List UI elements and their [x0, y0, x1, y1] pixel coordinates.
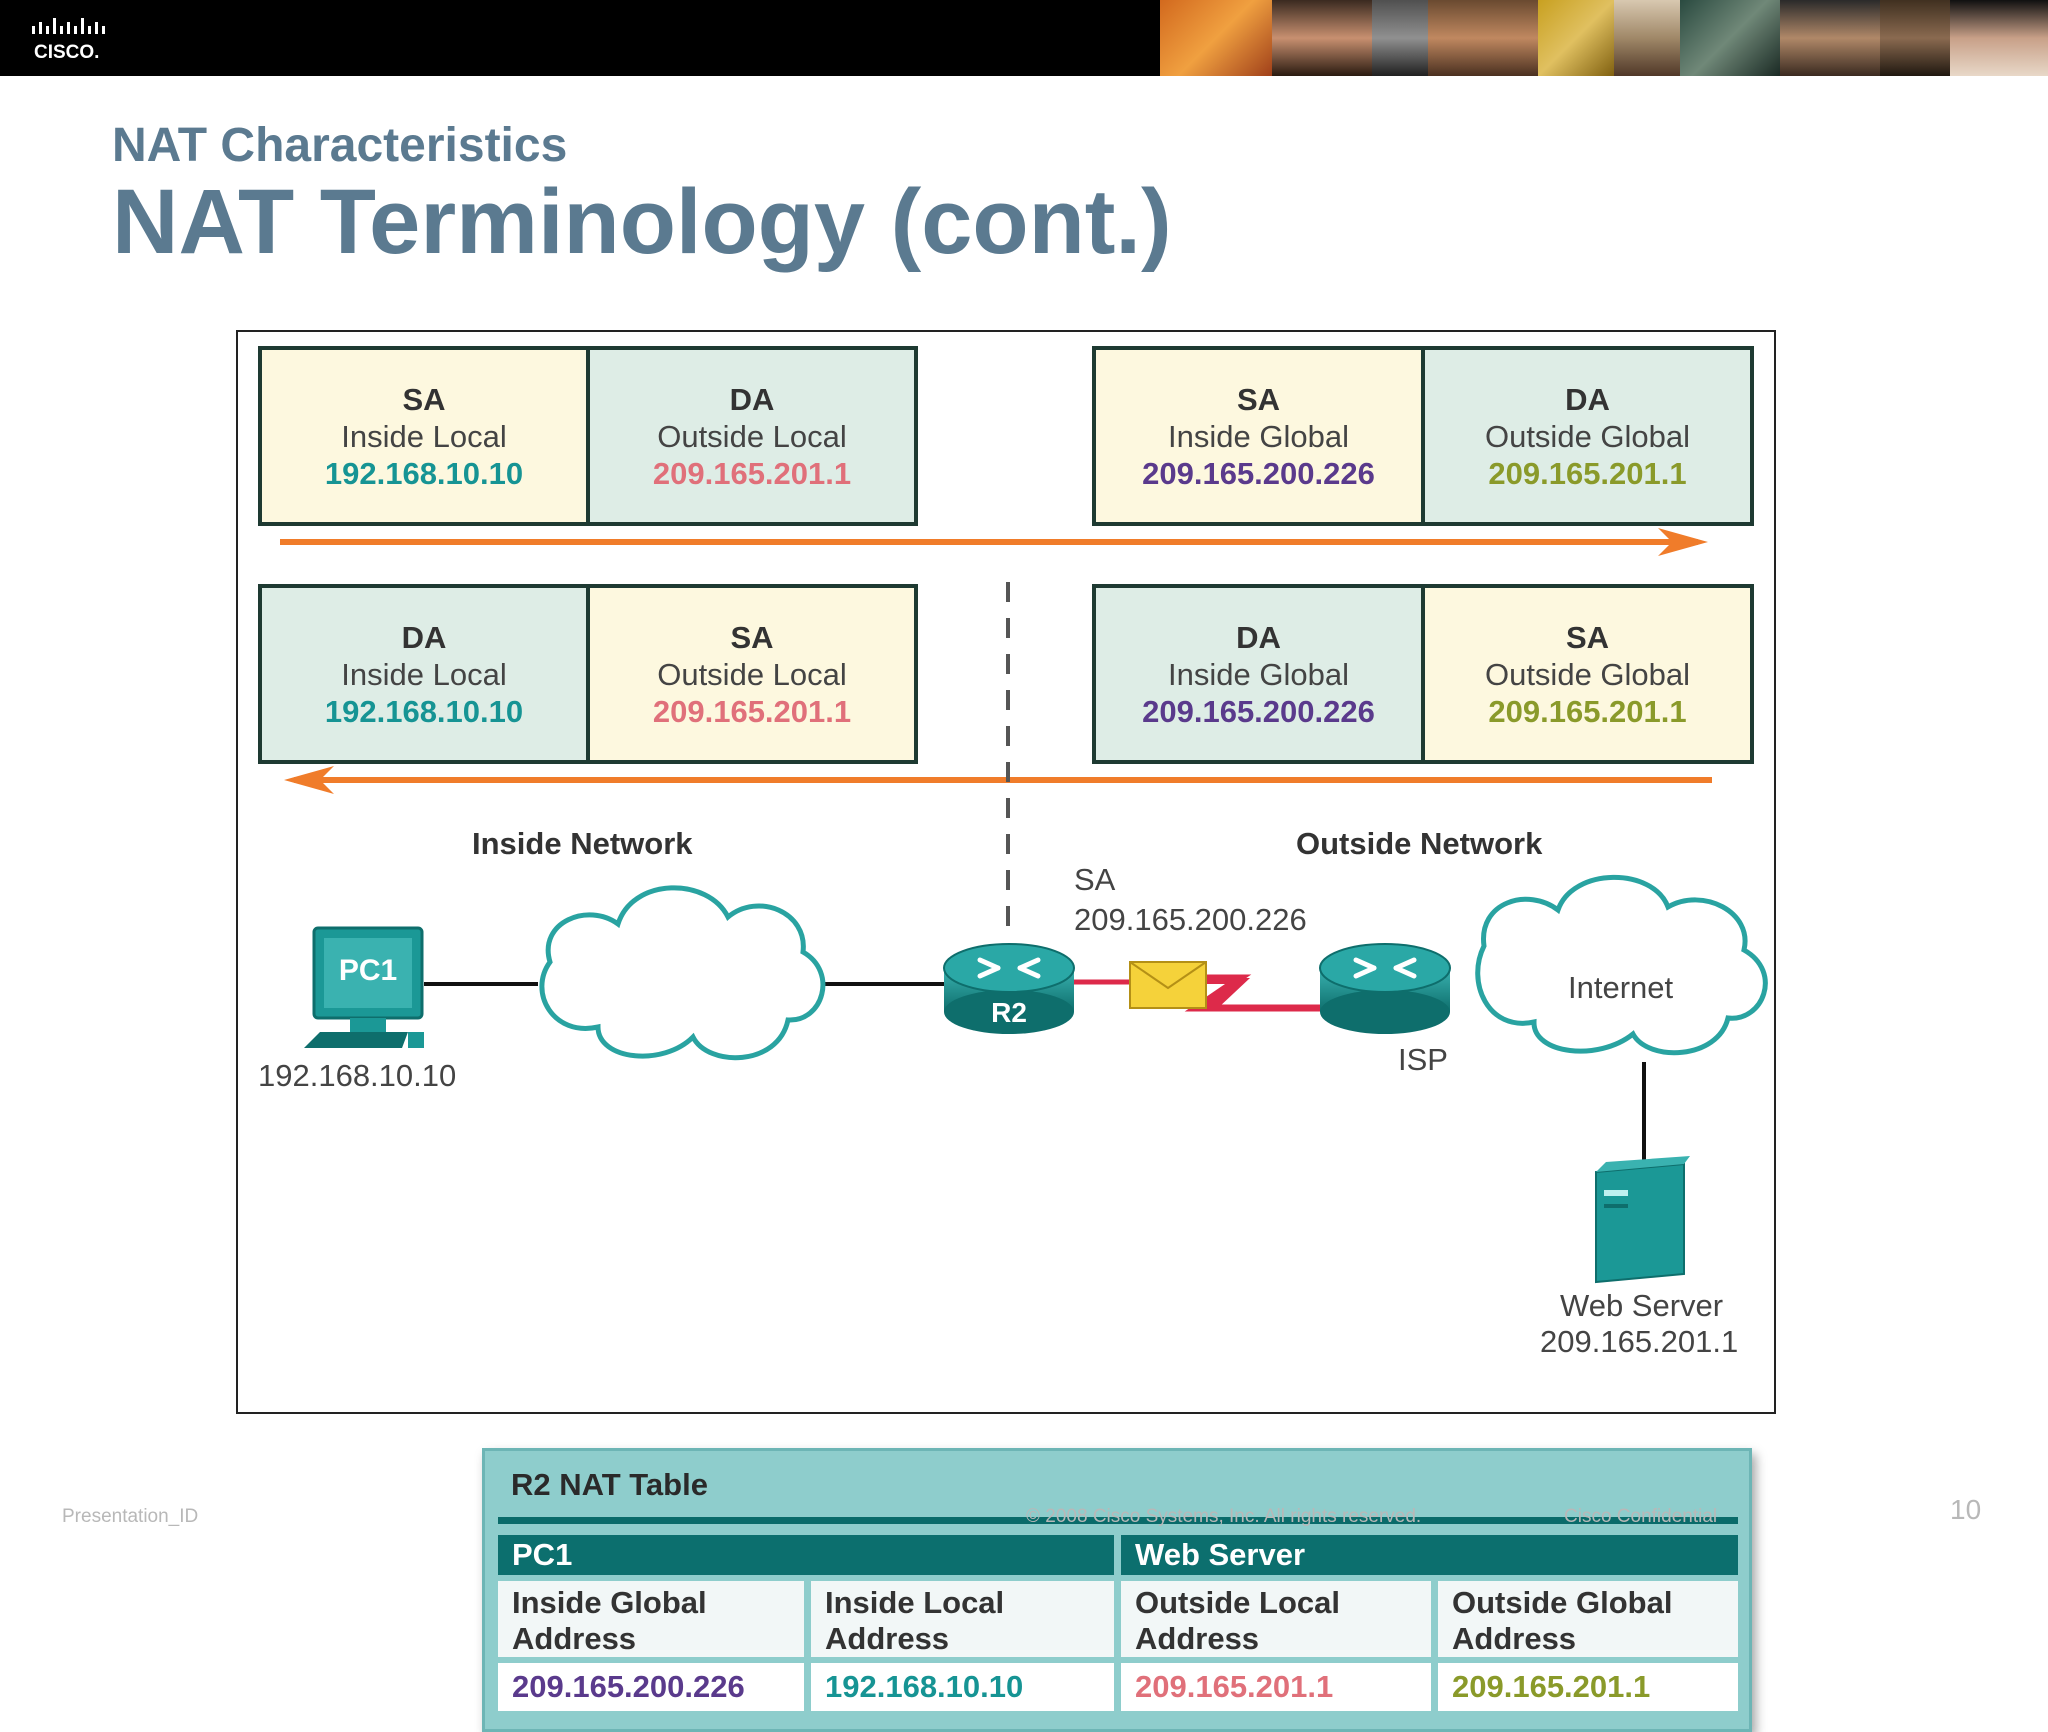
r2-label: R2	[991, 997, 1027, 1028]
photo-strip-2	[1272, 0, 1372, 76]
column-header-line1: Outside Global	[1452, 1585, 1673, 1620]
column-header-outside-local: Outside Local Address	[1121, 1581, 1431, 1657]
internet-cloud-icon	[1475, 874, 1768, 1056]
page-number: 10	[1950, 1494, 1982, 1525]
outbound-inside-sa-cell: SA Inside Local 192.168.10.10	[262, 350, 586, 522]
column-header-line2: Address	[825, 1621, 950, 1656]
photo-strip-5	[1538, 0, 1614, 76]
cisco-logo: CISCO.	[32, 18, 105, 63]
ip-address: 209.165.200.226	[1142, 455, 1375, 491]
pc1-screen-label: PC1	[339, 954, 397, 987]
column-header-line1: Outside Local	[1135, 1585, 1340, 1620]
outbound-outside-da-cell: DA Outside Global 209.165.201.1	[1421, 350, 1750, 522]
column-header-inside-local: Inside Local Address	[811, 1581, 1114, 1657]
r2-router-icon: R2	[943, 943, 1075, 1034]
outbound-outside-header: SA Inside Global 209.165.200.226 DA Outs…	[1092, 346, 1754, 526]
slide-subtitle: NAT Characteristics	[112, 119, 568, 172]
footer-copyright: © 2008 Cisco Systems, Inc. All rights re…	[1026, 1506, 1422, 1527]
inbound-outside-da-cell: DA Inside Global 209.165.200.226	[1096, 588, 1421, 760]
address-type: Inside Global	[1168, 656, 1349, 692]
column-header-inside-global: Inside Global Address	[498, 1581, 804, 1657]
ip-address: 209.165.201.1	[1488, 455, 1687, 491]
nat-table-rule	[498, 1517, 1738, 1524]
address-type: Inside Local	[341, 418, 507, 454]
photo-strip-6	[1614, 0, 1680, 76]
address-type: Outside Global	[1484, 656, 1691, 692]
field-label: DA	[401, 619, 447, 655]
address-type: Outside Global	[1484, 418, 1691, 454]
inbound-inside-da-cell: DA Inside Local 192.168.10.10	[262, 588, 586, 760]
field-label: SA	[730, 619, 774, 655]
isp-label: ISP	[1398, 1042, 1448, 1077]
nat-table-title: R2 NAT Table	[511, 1467, 708, 1502]
cell-inside-global: 209.165.200.226	[498, 1663, 804, 1711]
inbound-outside-sa-cell: SA Outside Global 209.165.201.1	[1421, 588, 1750, 760]
address-type: Inside Local	[341, 656, 507, 692]
field-label: SA	[1565, 619, 1610, 655]
inbound-inside-header: DA Inside Local 192.168.10.10 SA Outside…	[258, 584, 918, 764]
isp-router-icon	[1319, 943, 1451, 1034]
inside-cloud-icon	[539, 885, 826, 1061]
inbound-inside-sa-cell: SA Outside Local 209.165.201.1	[586, 588, 914, 760]
group-header-web-server: Web Server	[1121, 1535, 1738, 1575]
ip-address: 192.168.10.10	[324, 693, 524, 729]
outbound-inside-da-cell: DA Outside Local 209.165.201.1	[586, 350, 914, 522]
sa-label: SA	[1074, 862, 1116, 897]
network-drawing: PC1 R2	[280, 528, 1768, 1284]
web-server-ip: 209.165.201.1	[1540, 1324, 1739, 1359]
group-header-pc1: PC1	[498, 1535, 1114, 1575]
slide-title: NAT Terminology (cont.)	[112, 171, 1172, 273]
photo-strip-10	[1950, 0, 2048, 76]
ip-address: 209.165.200.226	[1142, 693, 1375, 729]
outbound-outside-sa-cell: SA Inside Global 209.165.200.226	[1096, 350, 1421, 522]
pc1-ip: 192.168.10.10	[258, 1058, 457, 1093]
ip-address: 209.165.201.1	[652, 455, 852, 491]
photo-strip-9	[1880, 0, 1950, 76]
photo-strip-1	[1160, 0, 1272, 76]
nat-diagram-frame: PC1 R2	[236, 330, 1776, 1732]
outside-network-label: Outside Network	[1296, 826, 1543, 861]
photo-strip-3	[1372, 0, 1428, 76]
ip-address: 209.165.201.1	[1488, 693, 1687, 729]
field-label: SA	[402, 381, 446, 417]
web-server-label: Web Server	[1560, 1288, 1724, 1323]
internet-label: Internet	[1568, 970, 1674, 1005]
r2-nat-table: R2 NAT Table PC1 Web Server Inside Globa…	[482, 1448, 1752, 1732]
footer-confidential: Cisco Confidential	[1564, 1506, 1718, 1527]
column-header-line2: Address	[1452, 1621, 1577, 1656]
column-header-line1: Inside Global	[512, 1585, 707, 1620]
footer-presentation-id: Presentation_ID	[62, 1506, 199, 1527]
column-header-line2: Address	[1135, 1621, 1260, 1656]
address-type: Outside Local	[657, 656, 847, 692]
inbound-arrow	[284, 766, 1712, 794]
sa-ip: 209.165.200.226	[1074, 902, 1307, 937]
inside-network-label: Inside Network	[472, 826, 693, 861]
field-label: DA	[1236, 619, 1281, 655]
ip-address: 209.165.201.1	[652, 693, 852, 729]
field-label: SA	[1236, 381, 1281, 417]
ip-address: 192.168.10.10	[324, 455, 524, 491]
cell-outside-local: 209.165.201.1	[1121, 1663, 1431, 1711]
cell-inside-local: 192.168.10.10	[811, 1663, 1114, 1711]
pc1-computer-icon: PC1	[304, 926, 424, 1048]
photo-strip-7	[1680, 0, 1780, 76]
field-label: DA	[1565, 381, 1610, 417]
inbound-outside-header: DA Inside Global 209.165.200.226 SA Outs…	[1092, 584, 1754, 764]
cell-outside-global: 209.165.201.1	[1438, 1663, 1738, 1711]
column-header-line1: Inside Local	[825, 1585, 1005, 1620]
photo-strip-4	[1428, 0, 1538, 76]
address-type: Outside Local	[657, 418, 847, 454]
photo-strip-8	[1780, 0, 1880, 76]
top-banner: CISCO.	[0, 0, 2048, 76]
cisco-wordmark: CISCO.	[34, 42, 99, 63]
column-header-outside-global: Outside Global Address	[1438, 1581, 1738, 1657]
outbound-inside-header: SA Inside Local 192.168.10.10 DA Outside…	[258, 346, 918, 526]
outbound-arrow	[280, 528, 1708, 556]
column-header-line2: Address	[512, 1621, 637, 1656]
web-server-icon	[1595, 1156, 1690, 1284]
field-label: DA	[729, 381, 775, 417]
packet-envelope-icon	[1129, 961, 1207, 1009]
address-type: Inside Global	[1168, 418, 1349, 454]
